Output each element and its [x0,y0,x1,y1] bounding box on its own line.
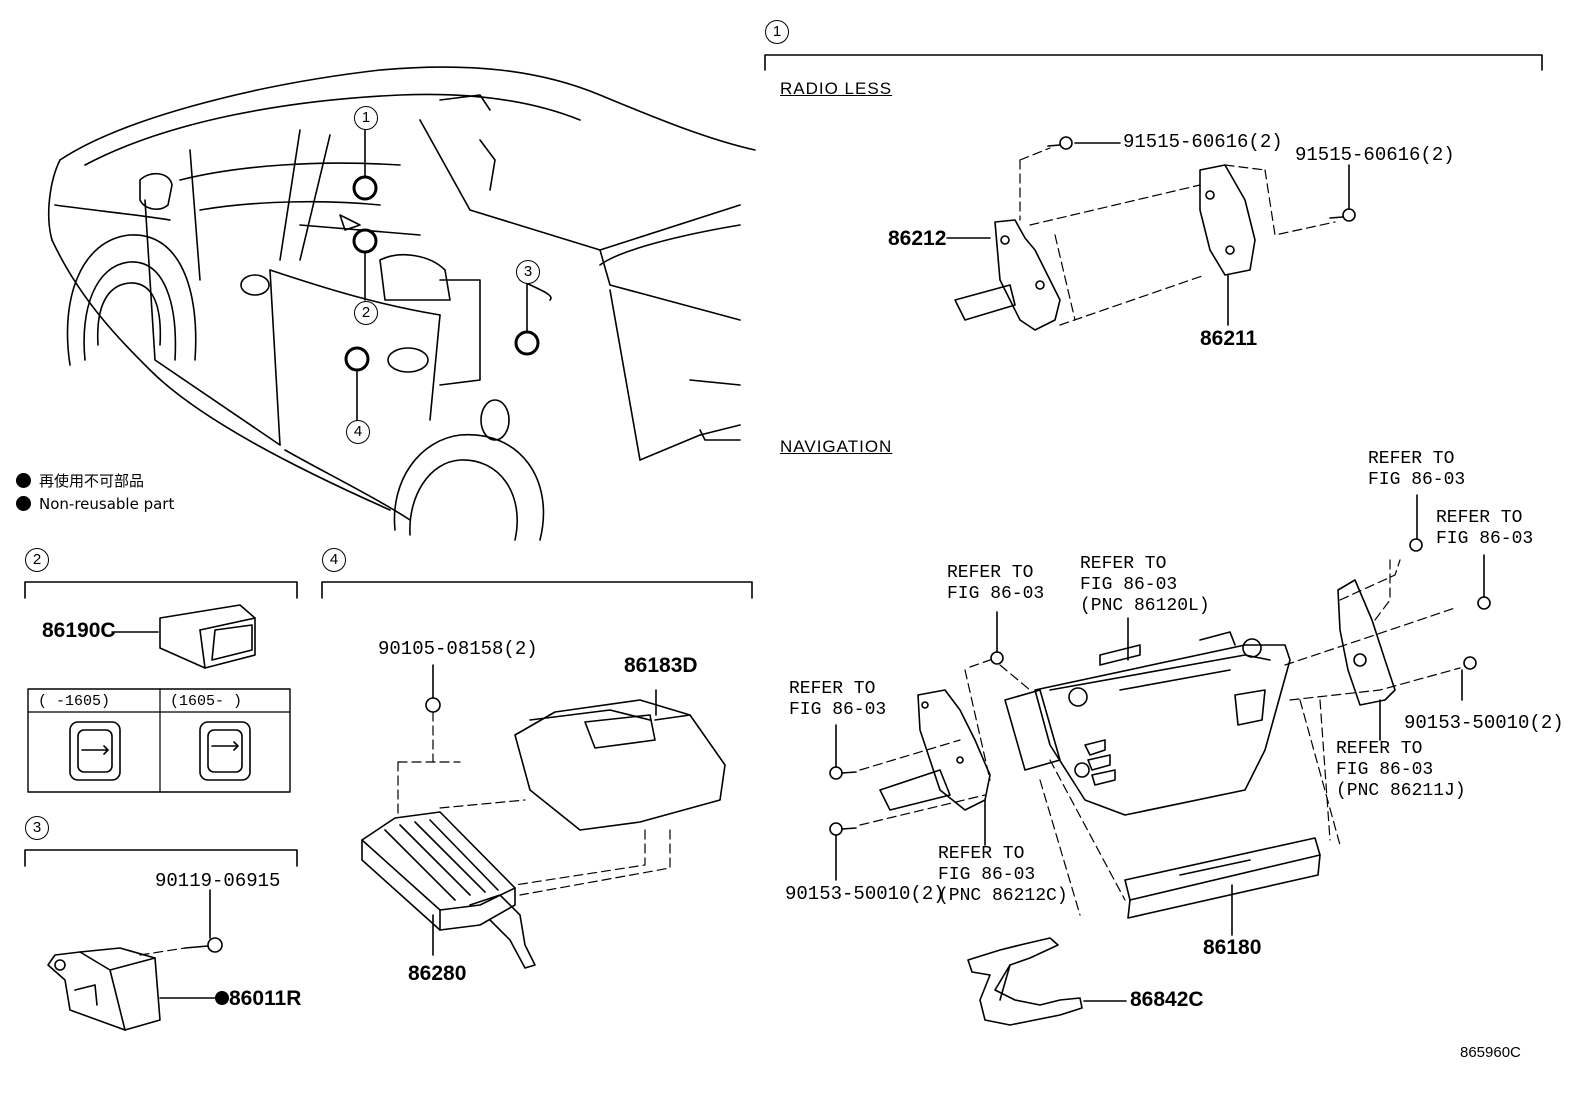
section1-number: 1 [765,20,789,44]
part-86211[interactable]: 86211 [1200,327,1258,350]
refer-fig-top-right-2[interactable]: REFER TO FIG 86-03 [1436,508,1534,549]
radio-less-title: RADIO LESS [780,79,893,98]
navigation-title: NAVIGATION [780,437,893,456]
section3-number: 3 [25,816,49,840]
legend-text-en: Non-reusable part [39,495,175,513]
diagram-code: 865960C [1460,1044,1521,1061]
table-col-before-1605: ( -1605) [38,693,111,710]
part-screw-nav-right[interactable]: 90153-50010(2) [1404,712,1564,734]
legend-item-jp: 再使用不可部品 [16,470,144,491]
part-86180[interactable]: 86180 [1203,936,1262,959]
legend-text-jp: 再使用不可部品 [39,472,145,490]
refer-fig-86212c[interactable]: REFER TO FIG 86-03 (PNC 86212C) [938,844,1068,906]
part-86183d[interactable]: 86183D [624,654,698,677]
part-86011r[interactable]: 86011R [215,988,301,1009]
filled-dot-icon [215,991,229,1005]
car-illustration [47,66,756,541]
table-col-after-1605: (1605- ) [170,693,243,710]
part-screw-radio-left[interactable]: 91515-60616(2) [1123,131,1283,153]
part-86190c[interactable]: 86190C [42,619,116,642]
section2-number: 2 [25,548,49,572]
part-86842c[interactable]: 86842C [1130,988,1204,1011]
cover-86183d [514,699,726,831]
part-screw-radio-right[interactable]: 91515-60616(2) [1295,144,1455,166]
refer-fig-86211j[interactable]: REFER TO FIG 86-03 (PNC 86211J) [1336,739,1466,801]
part-86212[interactable]: 86212 [888,227,947,250]
part-90119-06915[interactable]: 90119-06915 [155,870,281,892]
part-90105-08158[interactable]: 90105-08158(2) [378,638,538,660]
filled-dot-icon [16,473,31,488]
radio-less-brackets [954,136,1356,331]
car-callout-2[interactable]: 2 [354,301,378,325]
part-86011r [47,947,161,1031]
filled-dot-icon [16,496,31,511]
legend-item-en: Non-reusable part [16,495,174,513]
refer-fig-left[interactable]: REFER TO FIG 86-03 [789,679,887,720]
refer-fig-top-right-1[interactable]: REFER TO FIG 86-03 [1368,449,1466,490]
car-callout-1[interactable]: 1 [354,106,378,130]
section4-number: 4 [322,548,346,572]
switch-86190c [159,604,256,669]
car-callout-4[interactable]: 4 [346,420,370,444]
part-screw-nav-left[interactable]: 90153-50010(2) [785,883,945,905]
part-86011r-label: 86011R [229,987,302,1010]
refer-fig-86120l[interactable]: REFER TO FIG 86-03 (PNC 86120L) [1080,554,1210,616]
amplifier-86280 [361,811,536,969]
car-callout-3[interactable]: 3 [516,260,540,284]
part-86280[interactable]: 86280 [408,962,467,985]
refer-fig-upper-mid[interactable]: REFER TO FIG 86-03 [947,563,1045,604]
